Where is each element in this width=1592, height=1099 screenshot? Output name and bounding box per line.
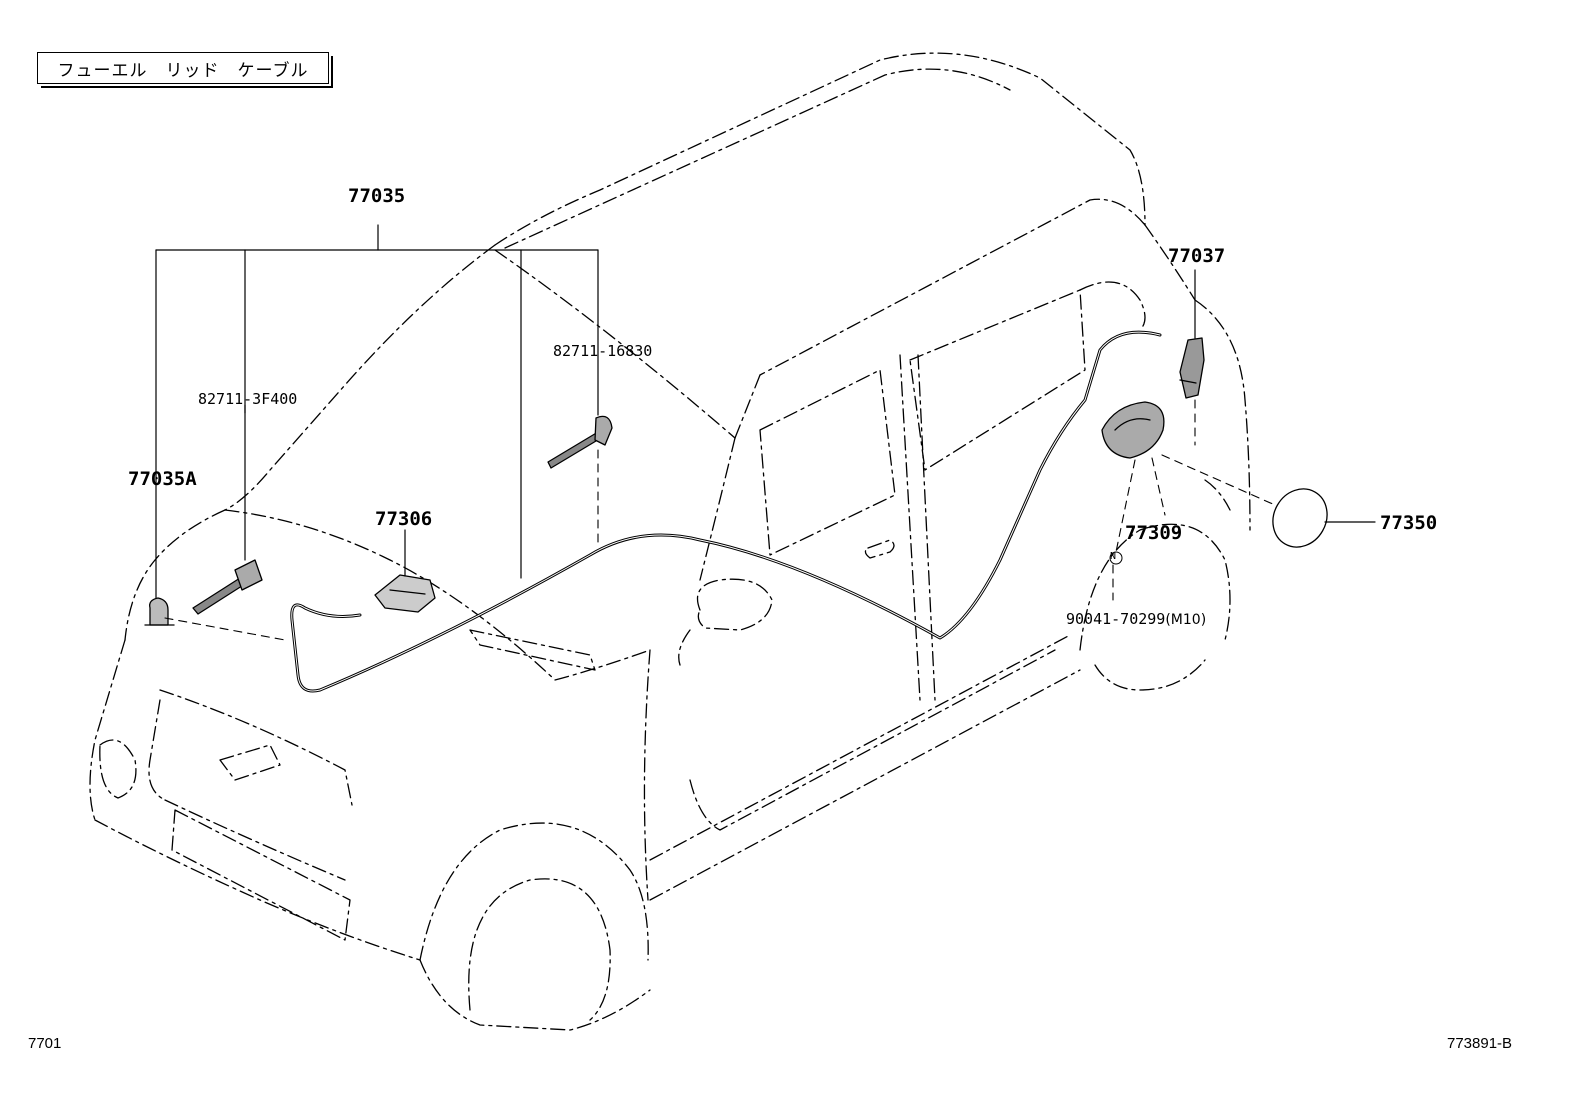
lever-77306-shape (374, 574, 436, 613)
n-mark-circle (1109, 551, 1123, 565)
label-90041-70299: 90041-70299(M10) (1066, 610, 1206, 628)
footer-page-number: 7701 (28, 1035, 62, 1052)
clamp-82711-3f400-shape (192, 559, 263, 615)
lock-77037-shape (1179, 337, 1205, 399)
dashed-leaders (164, 399, 1276, 641)
vehicle-body-outline (89, 52, 1251, 1031)
housing-77309-shape (1101, 401, 1165, 459)
grommet-77035a-shape (144, 597, 175, 626)
lid-77350-shape (1272, 488, 1328, 548)
footer-figure-id: 773891-B (1447, 1035, 1513, 1052)
label-77306: 77306 (375, 508, 433, 530)
clamp-82711-16830-shape (547, 415, 613, 469)
label-77035a: 77035A (128, 468, 197, 490)
label-82711-16830: 82711-16830 (553, 342, 653, 360)
label-82711-3f400: 82711-3F400 (198, 390, 298, 408)
label-77350: 77350 (1380, 512, 1438, 534)
n-mark-letter: N (1110, 551, 1117, 562)
label-77309: 77309 (1125, 522, 1183, 544)
fuel-lid-cable-inner (291, 331, 1161, 692)
label-m10: (M10) (1165, 612, 1207, 628)
label-77037: 77037 (1168, 245, 1226, 267)
label-77035: 77035 (348, 185, 406, 207)
label-90041-number: 90041-70299 (1066, 610, 1166, 628)
leader-lines (155, 224, 1376, 599)
